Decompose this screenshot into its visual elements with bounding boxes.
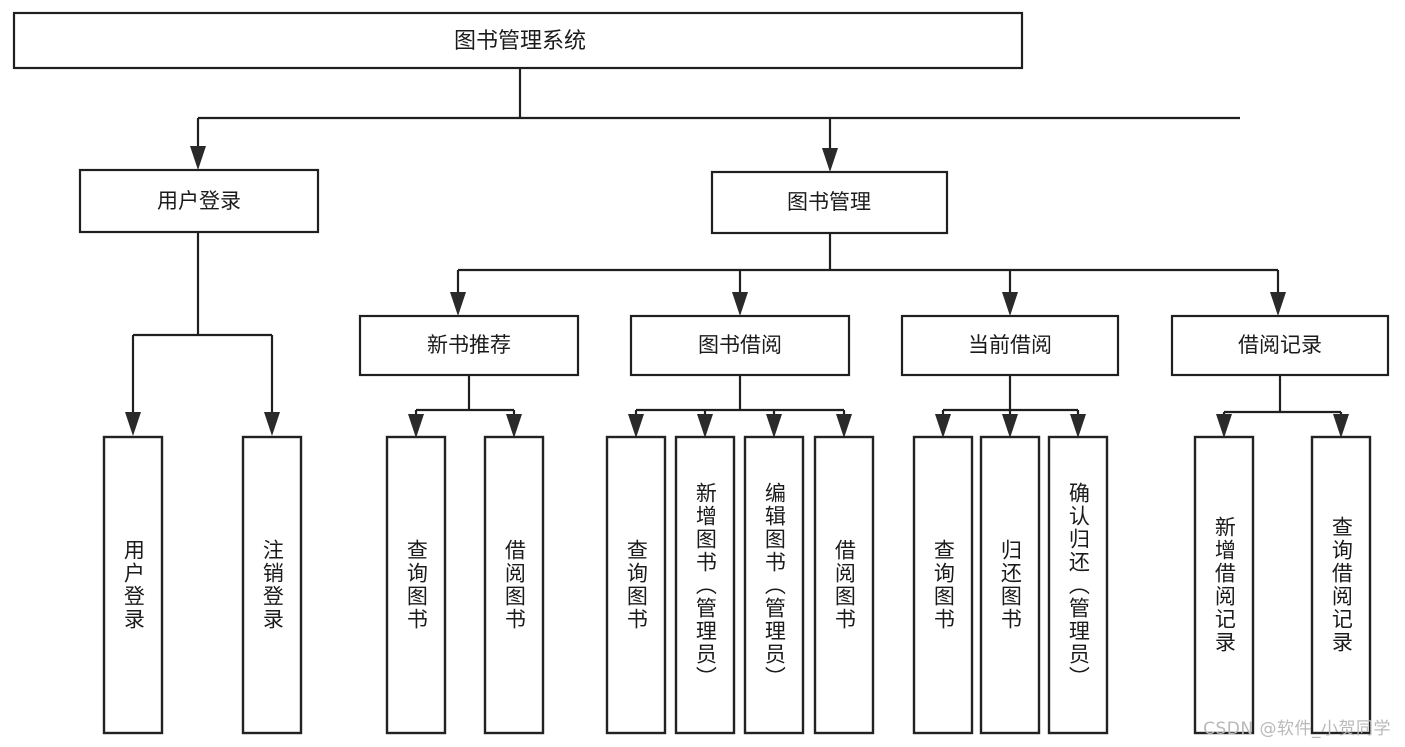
connector-group-new-book-recommend [408, 375, 522, 438]
leaf-box-add-record[interactable] [1193, 435, 1255, 735]
node-current-borrow-label: 当前借阅 [968, 333, 1052, 357]
leaf-box-user-login[interactable] [102, 435, 164, 735]
node-borrow-record-label: 借阅记录 [1238, 333, 1322, 357]
connector-group-current-borrow [935, 375, 1086, 438]
node-borrow-record-box[interactable] [1170, 314, 1390, 377]
connector-group-book-management [450, 233, 1286, 316]
arrow-head-leaf-query-record [1333, 414, 1349, 438]
leaf-box-query-book-2[interactable] [605, 435, 667, 735]
leaf-box-edit-book[interactable] [743, 435, 805, 735]
connector-group-user-login [125, 232, 280, 436]
node-root[interactable]: 图书管理系统 [12, 11, 1024, 70]
leaf-box-borrow-book-1[interactable] [483, 435, 545, 735]
leaf-group-book-borrow [605, 435, 875, 735]
leaf-box-confirm-return[interactable] [1047, 435, 1109, 735]
node-user-login[interactable]: 用户登录 [78, 168, 320, 234]
arrow-head-user-login [190, 146, 206, 170]
arrow-head-leaf-borrow-book-1 [506, 414, 522, 438]
leaf-box-query-record[interactable] [1310, 435, 1372, 735]
node-book-borrow-label: 图书借阅 [698, 333, 782, 357]
node-current-borrow[interactable]: 当前借阅 [900, 314, 1120, 377]
connector-group-root [190, 68, 1240, 172]
leaf-group-new-book-recommend [385, 435, 545, 735]
node-borrow-record[interactable]: 借阅记录 [1170, 314, 1390, 377]
node-new-book-recommend-label: 新书推荐 [427, 333, 511, 357]
arrow-head-leaf-query-book-2 [628, 414, 644, 438]
arrow-head-leaf-edit-book [766, 414, 782, 438]
arrow-head-leaf-logout [264, 412, 280, 436]
arrow-head-borrow-record [1270, 292, 1286, 316]
arrow-head-current-borrow [1002, 292, 1018, 316]
node-book-management[interactable]: 图书管理 [710, 170, 949, 235]
node-user-login-box[interactable] [78, 168, 320, 234]
csdn-watermark: CSDN @软件_小贺同学 [1203, 719, 1391, 739]
leaf-box-query-book-1[interactable] [385, 435, 447, 735]
leaf-box-borrow-book-2[interactable] [813, 435, 875, 735]
node-new-book-recommend[interactable]: 新书推荐 [358, 314, 580, 377]
leaf-box-return-book[interactable] [979, 435, 1041, 735]
arrow-head-leaf-borrow-book-2 [836, 414, 852, 438]
arrow-head-book-borrow [732, 292, 748, 316]
leaf-box-logout[interactable] [241, 435, 303, 735]
node-user-login-label: 用户登录 [157, 189, 241, 213]
node-book-management-label: 图书管理 [787, 190, 871, 214]
leaf-group-current-borrow [912, 435, 1109, 735]
leaf-group-user-login [102, 435, 303, 735]
arrow-head-leaf-user-login [125, 412, 141, 436]
node-new-book-recommend-box[interactable] [358, 314, 580, 377]
leaf-group-borrow-record [1193, 435, 1372, 735]
arrow-head-book-management [822, 148, 838, 172]
arrow-head-leaf-add-record [1216, 414, 1232, 438]
leaf-box-query-book-3[interactable] [912, 435, 974, 735]
arrow-head-leaf-query-book-3 [935, 414, 951, 438]
arrow-head-leaf-return-book [1002, 414, 1018, 438]
node-root-box[interactable] [12, 11, 1024, 70]
node-book-management-box[interactable] [710, 170, 949, 235]
connector-group-book-borrow [628, 375, 852, 438]
arrow-head-leaf-add-book [697, 414, 713, 438]
arrow-head-new-book-recommend [450, 292, 466, 316]
node-book-borrow-box[interactable] [629, 314, 851, 377]
node-book-borrow[interactable]: 图书借阅 [629, 314, 851, 377]
node-root-label: 图书管理系统 [454, 29, 586, 54]
arrow-head-leaf-confirm-return [1070, 414, 1086, 438]
node-current-borrow-box[interactable] [900, 314, 1120, 377]
leaf-box-add-book[interactable] [674, 435, 736, 735]
connector-group-borrow-record [1216, 375, 1349, 438]
arrow-head-leaf-query-book-1 [408, 414, 424, 438]
